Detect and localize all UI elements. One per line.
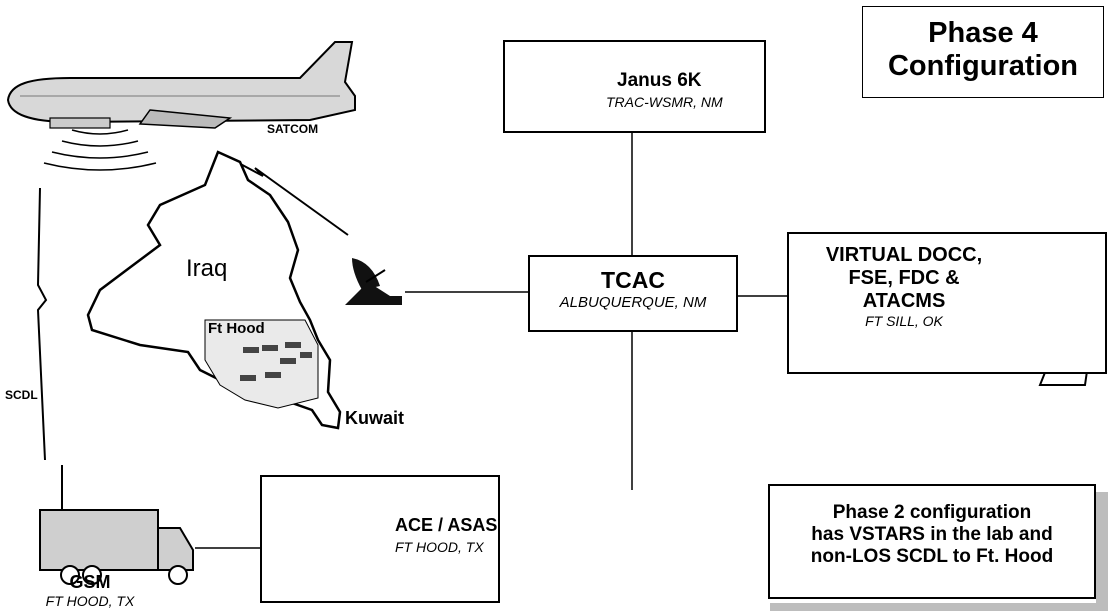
ace-node: ACE / ASAS FT HOOD, TX bbox=[260, 475, 500, 603]
docc-line1: VIRTUAL DOCC, bbox=[825, 244, 983, 266]
ft-hood-map-label: Ft Hood bbox=[208, 320, 265, 337]
phase-title-line2: Configuration bbox=[887, 50, 1079, 82]
docc-node: VIRTUAL DOCC, FSE, FDC & ATACMS FT SILL,… bbox=[787, 232, 1107, 374]
docc-location: FT SILL, OK bbox=[865, 313, 943, 329]
note-line1: Phase 2 configuration bbox=[832, 502, 1032, 523]
note-shadow bbox=[770, 603, 1108, 611]
aircraft-icon bbox=[6, 41, 356, 129]
note-line3: non-LOS SCDL to Ft. Hood bbox=[810, 546, 1054, 567]
tcac-location: ALBUQUERQUE, NM bbox=[559, 294, 707, 311]
scdl-label: SCDL bbox=[5, 388, 38, 402]
tcac-node: TCAC ALBUQUERQUE, NM bbox=[528, 255, 738, 332]
satellite-dish-icon bbox=[345, 258, 402, 305]
tcac-name: TCAC bbox=[601, 267, 665, 293]
ace-name: ACE / ASAS bbox=[395, 515, 498, 535]
phase2-note: Phase 2 configuration has VSTARS in the … bbox=[768, 484, 1096, 599]
scdl-link bbox=[36, 187, 48, 461]
gsm-name: GSM bbox=[69, 572, 111, 592]
tank-icons bbox=[240, 342, 312, 381]
phase-title-line1: Phase 4 bbox=[928, 17, 1038, 49]
signal-waves-icon bbox=[43, 129, 157, 171]
kuwait-label: Kuwait bbox=[345, 408, 405, 428]
satcom-label: SATCOM bbox=[267, 122, 319, 136]
note-shadow-right bbox=[1096, 492, 1108, 607]
gsm-location: FT HOOD, TX bbox=[45, 593, 135, 609]
janus-name: Janus 6K bbox=[617, 70, 702, 91]
note-line2: has VSTARS in the lab and bbox=[811, 524, 1053, 545]
ace-location: FT HOOD, TX bbox=[395, 539, 484, 555]
iraq-label: Iraq bbox=[186, 255, 228, 282]
gsm-truck-icon bbox=[39, 465, 194, 585]
janus-node: Janus 6K TRAC-WSMR, NM bbox=[503, 40, 766, 133]
docc-line2: FSE, FDC & bbox=[848, 267, 960, 289]
phase-title-box: Phase 4 Configuration bbox=[862, 6, 1104, 98]
docc-line3: ATACMS bbox=[862, 290, 946, 312]
janus-location: TRAC-WSMR, NM bbox=[606, 94, 723, 110]
